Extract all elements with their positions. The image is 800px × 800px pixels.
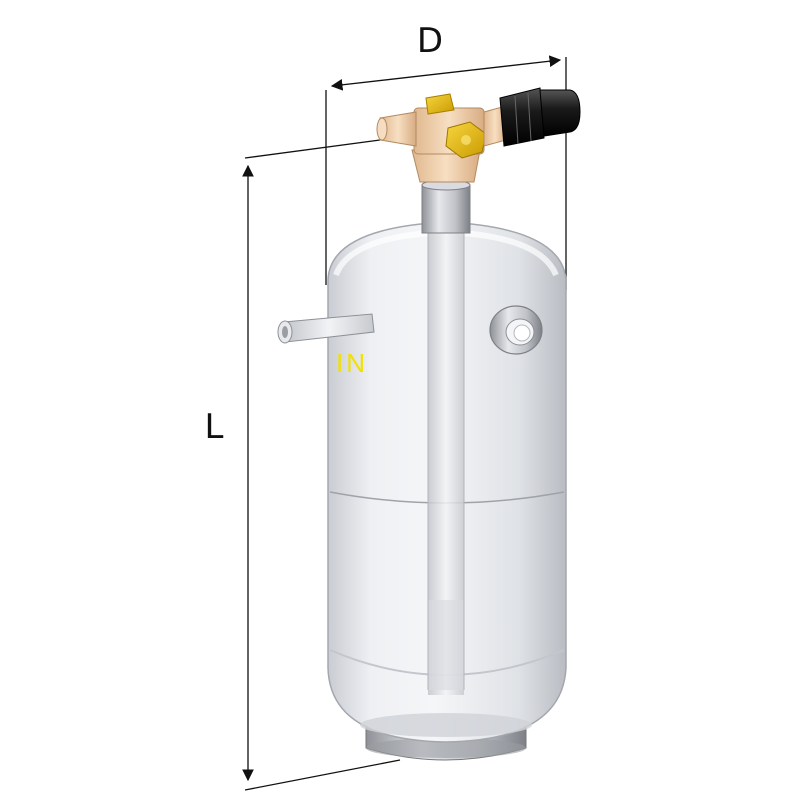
inlet-label: IN	[336, 348, 368, 378]
length-extension-top	[244, 139, 381, 159]
vessel-neck	[421, 179, 471, 234]
diameter-dimension-line	[330, 55, 562, 91]
rotalock-valve	[376, 93, 507, 183]
dip-tube	[427, 225, 465, 695]
side-port	[489, 305, 543, 355]
inlet-pipe	[277, 313, 375, 344]
length-label: L	[205, 407, 224, 447]
outlet-connector	[499, 87, 581, 147]
diameter-label: D	[417, 21, 443, 61]
length-extension-bottom	[244, 759, 401, 791]
